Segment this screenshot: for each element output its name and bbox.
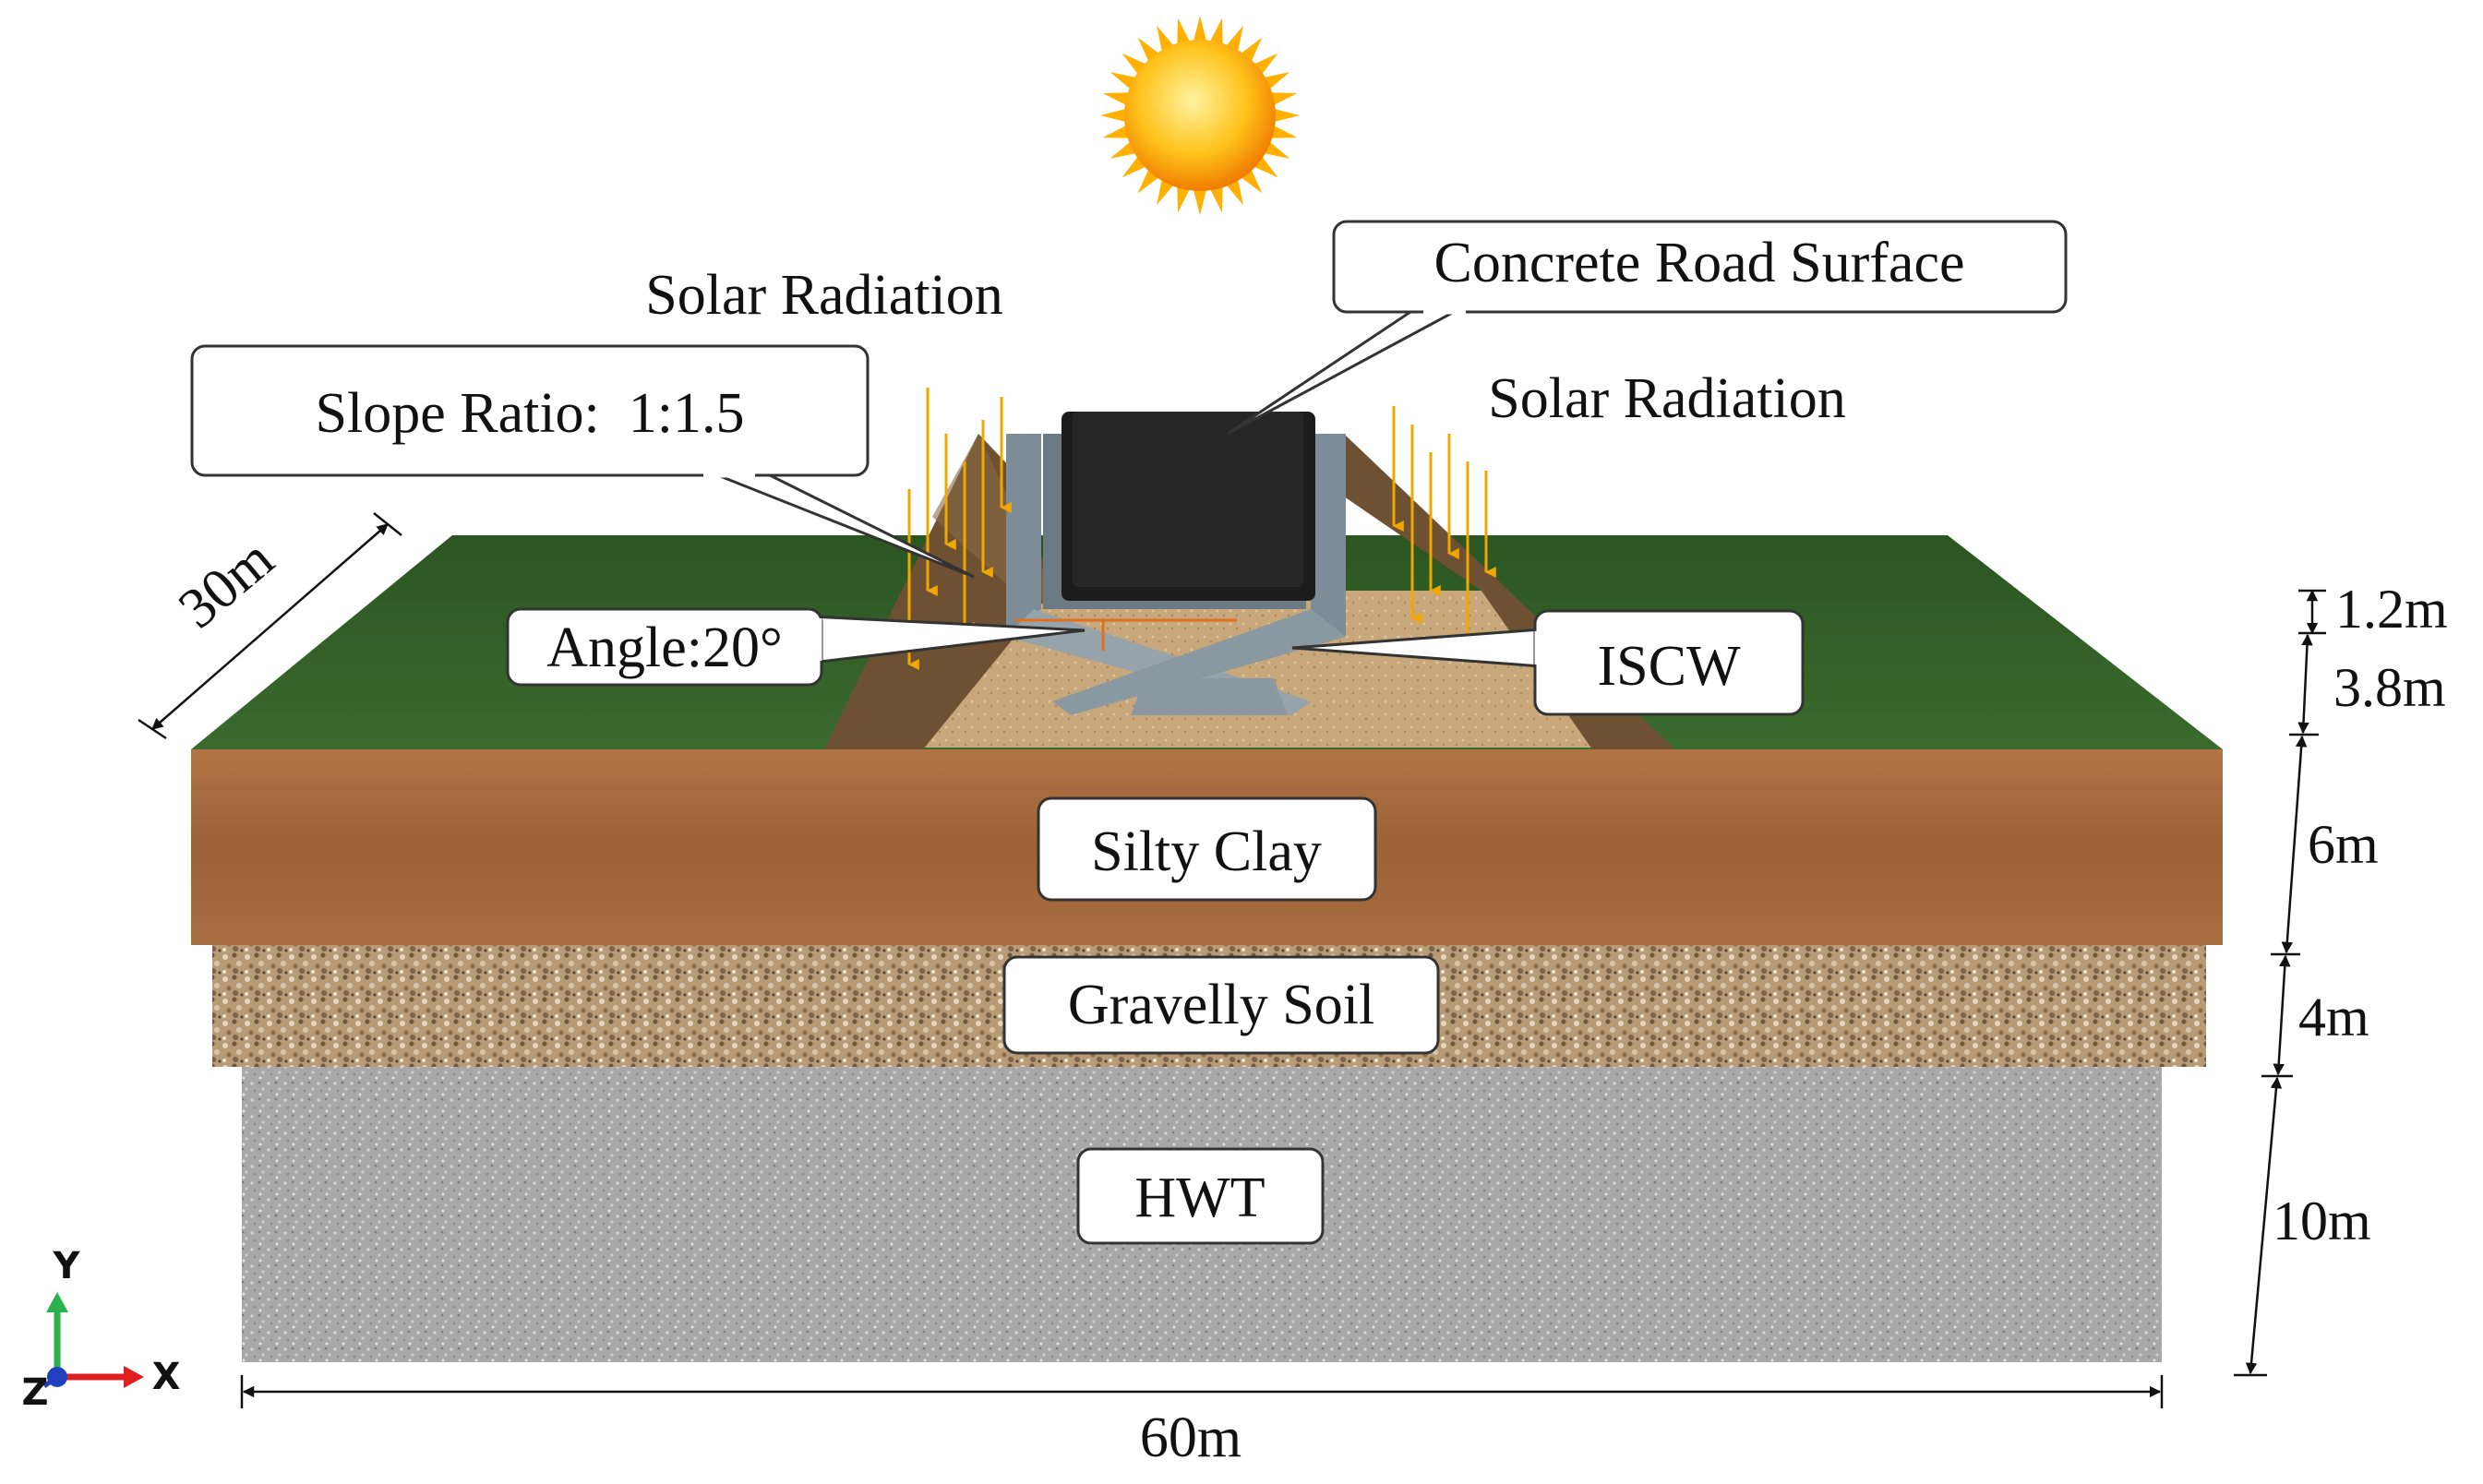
- sun-ray: [1110, 72, 1137, 90]
- label-box-hwt: HWT: [1076, 1147, 1325, 1245]
- callout-angle: Angle:20°: [506, 607, 1086, 687]
- sun-ray: [1193, 188, 1207, 215]
- sun-ray: [1209, 18, 1223, 45]
- gravelly-soil-label: Gravelly Soil: [1068, 974, 1374, 1036]
- width-dimension-label: 30m: [167, 527, 285, 640]
- sun-ray: [1157, 25, 1174, 53]
- length-dimension: 60m: [240, 1375, 2164, 1469]
- callout-concrete-road-surface: Concrete Road Surface: [1227, 220, 2068, 436]
- angle-label: Angle:20°: [546, 616, 783, 679]
- callout-slope-ratio: Slope Ratio: 1:1.5: [190, 344, 975, 579]
- solar-radiation-right-label: Solar Radiation: [1488, 367, 1845, 430]
- axis-z-label: Z: [21, 1371, 48, 1414]
- sun-ray: [1100, 108, 1127, 123]
- concrete-road-surface-label: Concrete Road Surface: [1434, 232, 1965, 294]
- depth-label-3-8m: 3.8m: [2333, 657, 2446, 718]
- iscw-label: ISCW: [1598, 635, 1741, 698]
- sun-ray: [1110, 141, 1137, 159]
- sun-ray: [1102, 125, 1130, 138]
- label-box-gravelly-soil: Gravelly Soil: [1002, 955, 1440, 1055]
- sun-ray: [1273, 108, 1300, 123]
- sun-ray: [1209, 186, 1223, 213]
- callout-iscw: ISCW: [1291, 609, 1805, 716]
- depth-label-1-2m: 1.2m: [2335, 579, 2448, 640]
- coordinate-axes: Y X Z: [21, 1245, 180, 1414]
- depth-dimensions: 1.2m 3.8m 6m 4m 10m: [2234, 579, 2448, 1377]
- sun-ray: [1263, 72, 1290, 90]
- axis-y-label: Y: [53, 1245, 81, 1287]
- sun-ray: [1157, 178, 1174, 206]
- depth-label-10m: 10m: [2273, 1191, 2371, 1251]
- sun-ray: [1177, 186, 1191, 213]
- sun-ray: [1177, 18, 1191, 45]
- silty-clay-label: Silty Clay: [1091, 820, 1322, 883]
- depth-label-4m: 4m: [2298, 987, 2369, 1047]
- concrete-road-surface: [1062, 412, 1315, 601]
- sun-ray: [1270, 92, 1298, 106]
- angle-indicator: [1015, 618, 1237, 651]
- depth-label-6m: 6m: [2308, 814, 2379, 875]
- sun-ray: [1270, 125, 1298, 138]
- sun-ray: [1193, 16, 1207, 42]
- slope-ratio-label: Slope Ratio: 1:1.5: [316, 382, 745, 445]
- sun-ray: [1263, 141, 1290, 159]
- length-dimension-label: 60m: [1140, 1406, 1242, 1469]
- sun-ray: [1226, 25, 1243, 53]
- solar-radiation-arrows: [907, 388, 1496, 670]
- sun-icon: [1100, 16, 1300, 215]
- axis-x-label: X: [152, 1356, 181, 1398]
- hwt-label: HWT: [1134, 1167, 1265, 1229]
- solar-radiation-left-label: Solar Radiation: [645, 264, 1002, 327]
- sun-ray: [1226, 178, 1243, 206]
- sun-ray: [1102, 92, 1130, 106]
- label-box-silty-clay: Silty Clay: [1037, 796, 1377, 902]
